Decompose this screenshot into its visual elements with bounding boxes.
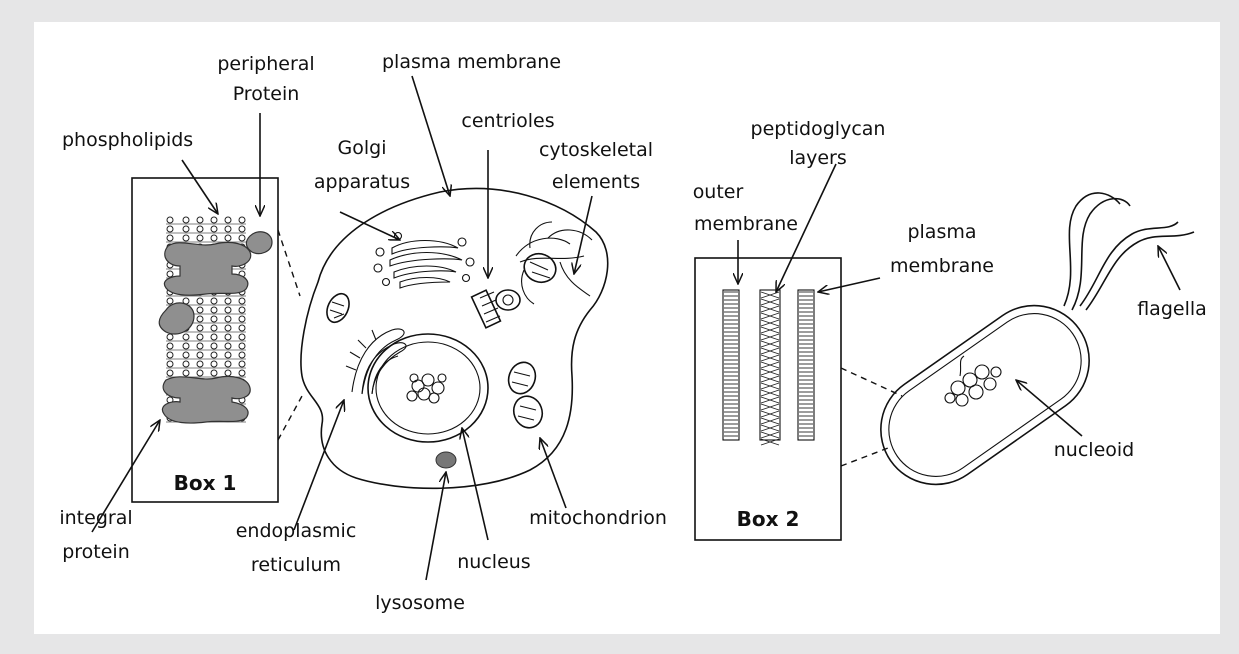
eukaryotic-cell (301, 188, 608, 488)
label-cytoskeletal-line1: cytoskeletal (539, 139, 653, 161)
label-lysosome: lysosome (375, 592, 465, 614)
label-mitochondrion: mitochondrion (529, 507, 667, 529)
lysosome-shape (436, 452, 456, 468)
integral-protein-bottom (162, 376, 250, 423)
envelope-layers (723, 290, 814, 445)
box2-connector-top (841, 368, 902, 396)
plasma-membrane-layer (798, 290, 814, 440)
label-peptidoglycan-line2: layers (789, 147, 847, 169)
cell-plasma-membrane (301, 188, 608, 488)
label-phospholipids: phospholipids (62, 129, 193, 151)
label-peripheral-line2: Protein (233, 83, 300, 105)
nucleoid-shape (945, 356, 1001, 406)
peripheral-protein (246, 232, 272, 254)
nuclear-envelope-inner (376, 342, 480, 434)
label-plasma-membrane-cell: plasma membrane (382, 51, 561, 73)
label-cytoskeletal-line2: elements (552, 171, 640, 193)
label-golgi-line2: apparatus (314, 171, 410, 193)
label-outer-membrane-line1: outer (693, 181, 744, 203)
golgi-apparatus-shape (374, 233, 474, 289)
outer-membrane-layer (723, 290, 739, 440)
label-plasma-membrane-bact-line2: membrane (890, 255, 994, 277)
flagella-shape (1064, 193, 1194, 310)
box1-connector-bottom (278, 396, 302, 440)
labels: peripheral Protein phospholipids integra… (59, 51, 1206, 614)
label-centrioles: centrioles (461, 110, 554, 132)
label-peptidoglycan-line1: peptidoglycan (751, 118, 886, 140)
nuclear-envelope-outer (368, 334, 488, 442)
label-golgi-line1: Golgi (338, 137, 387, 159)
label-er-line2: reticulum (251, 554, 341, 576)
box2-connector-bottom (841, 448, 888, 466)
label-box-1: Box 1 (174, 471, 237, 495)
label-nucleus: nucleus (457, 551, 530, 573)
label-peripheral-line1: peripheral (217, 53, 314, 75)
label-er-line1: endoplasmic (236, 520, 357, 542)
centrioles-shape (472, 290, 520, 328)
label-flagella: flagella (1137, 298, 1207, 320)
label-plasma-membrane-bact-line1: plasma (907, 221, 976, 243)
box-1-frame (132, 178, 278, 502)
label-integral-line1: integral (59, 507, 132, 529)
label-nucleoid: nucleoid (1054, 439, 1134, 461)
label-box-2: Box 2 (737, 507, 800, 531)
chromatin (407, 374, 446, 403)
label-outer-membrane-line2: membrane (694, 213, 798, 235)
label-integral-line2: protein (62, 541, 130, 563)
box1-connector-top (278, 230, 300, 296)
